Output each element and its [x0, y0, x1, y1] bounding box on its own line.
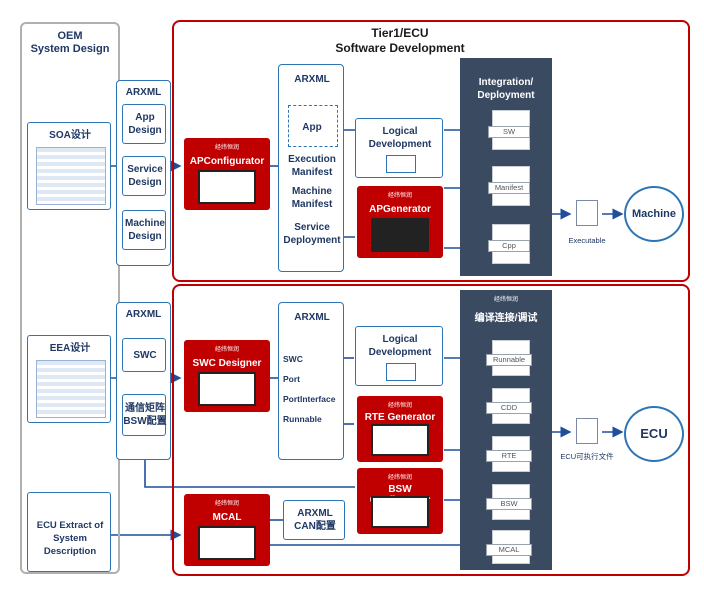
arxml-ap-header: ARXML — [294, 74, 330, 85]
ecu-node[interactable]: ECU — [624, 406, 684, 462]
rte-generator-label: RTE Generator — [364, 412, 436, 423]
mcal-tool[interactable]: 经纬恒润 MCAL — [184, 494, 270, 566]
ecu-exec-label: ECU可执行文件 — [560, 452, 614, 461]
brand-logo: 经纬恒润 — [214, 145, 239, 151]
soa-design-box[interactable]: SOA设计 — [27, 122, 111, 210]
mcal-label: MCAL — [212, 512, 242, 523]
monitor-icon — [371, 424, 429, 456]
cpp-doc-label: Cpp — [488, 240, 530, 252]
integration-title: Integration/Deployment — [477, 77, 535, 101]
apgenerator-label: APGenerator — [369, 204, 431, 215]
monitor-icon — [198, 526, 256, 560]
tier-panel-bottom — [172, 284, 690, 576]
eea-thumbnail — [36, 360, 106, 418]
executable-label: Executable — [568, 236, 606, 245]
app-label: App — [302, 122, 322, 133]
machine-node[interactable]: Machine — [624, 186, 684, 242]
diagram-icon — [386, 363, 416, 381]
manifest-doc-label: Manifest — [488, 182, 530, 194]
swc-designer-tool[interactable]: 经纬恒润 SWC Designer — [184, 340, 270, 412]
rte-generator-tool[interactable]: 经纬恒润 RTE Generator — [357, 396, 443, 462]
swc-box[interactable]: SWC — [122, 338, 166, 372]
arxml-cp-column: ARXML SWC Port PortInterface Runnable — [278, 302, 344, 460]
compile-panel: 经纬恒润 编译连接/调试 Runnable CDD RTE BSW MCAL — [460, 290, 552, 570]
swc-designer-label: SWC Designer — [192, 358, 262, 369]
ecu-exec-icon — [576, 418, 598, 444]
arxml-cp-header: ARXML — [294, 312, 330, 323]
soa-label: SOA设计 — [49, 130, 91, 141]
bsw-configurator-tool[interactable]: 经纬恒润 BSW Configurator — [357, 468, 443, 534]
arxml-col1-header: ARXML — [125, 87, 162, 98]
eea-label: EEA设计 — [49, 343, 91, 354]
monitor-icon — [198, 372, 256, 406]
tier-panel-top — [172, 20, 690, 282]
monitor-icon — [371, 218, 429, 252]
apconfigurator-label: APConfigurator — [189, 156, 265, 167]
monitor-icon — [371, 496, 429, 528]
arxml-col2-header: ARXML — [125, 309, 162, 320]
arxml-column-cp — [116, 302, 171, 460]
oem-panel — [20, 22, 120, 574]
apconfigurator-tool[interactable]: 经纬恒润 APConfigurator — [184, 138, 270, 210]
executable-icon — [576, 200, 598, 226]
monitor-icon — [198, 170, 256, 204]
sw-doc-label: SW — [488, 126, 530, 138]
eea-design-box[interactable]: EEA设计 — [27, 335, 111, 423]
compile-title: 编译连接/调试 — [474, 313, 538, 324]
apgenerator-tool[interactable]: 经纬恒润 APGenerator — [357, 186, 443, 258]
integration-panel: Integration/Deployment SW Manifest Cpp — [460, 58, 552, 276]
app-dashed-box — [288, 105, 338, 147]
soa-thumbnail — [36, 147, 106, 205]
diagram-icon — [386, 155, 416, 173]
